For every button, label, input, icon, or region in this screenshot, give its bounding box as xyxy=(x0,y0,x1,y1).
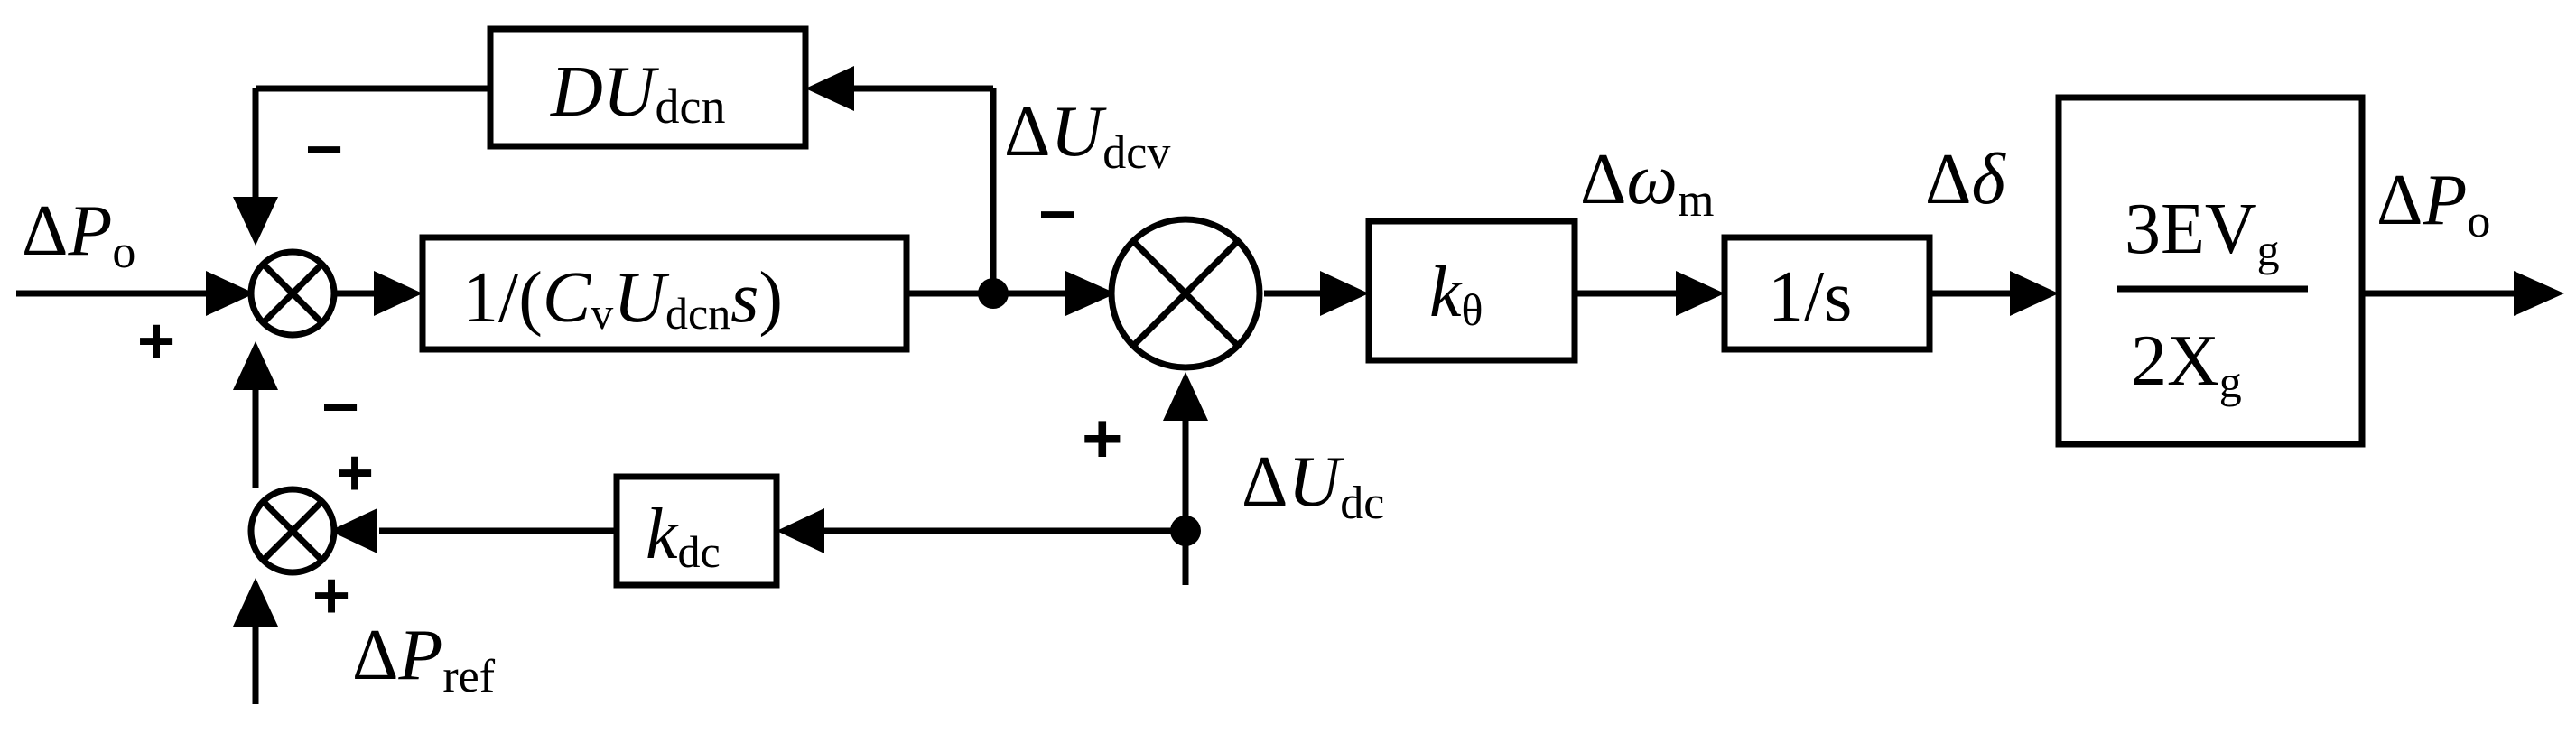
wire-pref-to-sum3 xyxy=(233,578,278,704)
svg-text:kθ: kθ xyxy=(1429,253,1483,335)
wire-feedback-udcv xyxy=(805,66,997,293)
block-k-theta: kθ xyxy=(1365,218,1578,364)
sign-minus-sum1-top: − xyxy=(305,114,343,186)
wire-integrator-to-powergain xyxy=(1930,271,2059,316)
summing-junction-2 xyxy=(1108,216,1263,371)
wire-udc-to-sum2 xyxy=(1163,372,1208,585)
wire-udc-to-kdc xyxy=(777,508,1186,553)
label-delta-udcv: ΔUdcv xyxy=(1004,92,1170,179)
svg-text:DUdcn: DUdcn xyxy=(550,52,726,134)
wire-sum1-to-integrator xyxy=(330,271,423,316)
svg-text:2Xg: 2Xg xyxy=(2131,321,2242,407)
wire-kdc-to-sum3 xyxy=(330,508,617,553)
sign-plus-sum1-left: + xyxy=(137,305,175,377)
wire-output-po xyxy=(2362,271,2564,316)
block-integrator-cap: 1/(CvUdcns) xyxy=(419,234,910,353)
wire-sum3-to-sum1 xyxy=(233,341,278,488)
svg-text:3EVg: 3EVg xyxy=(2125,190,2280,275)
label-delta-po-out: ΔPo xyxy=(2376,161,2490,247)
svg-text:1/s: 1/s xyxy=(1768,257,1852,337)
sign-plus-sum2-bottom: + xyxy=(1082,398,1123,478)
label-delta-omega-m: Δωm xyxy=(1580,140,1714,227)
sign-plus-sum3-bottom: + xyxy=(312,560,350,632)
sign-minus-sum1-bottom: − xyxy=(321,371,359,443)
sign-plus-sum3-top: + xyxy=(336,437,374,509)
block-integrator: 1/s xyxy=(1721,234,1933,353)
wire-integrator-to-sum2 xyxy=(907,271,1116,316)
label-delta-pref: ΔPref xyxy=(352,616,496,702)
label-delta-delta: Δδ xyxy=(1925,140,2006,219)
label-delta-udc: ΔUdc xyxy=(1242,442,1384,529)
sign-minus-sum2-left: − xyxy=(1038,179,1076,251)
summing-junction-3 xyxy=(247,486,338,576)
wire-ktheta-to-integrator xyxy=(1575,271,1725,316)
wire-sum2-to-ktheta xyxy=(1264,271,1369,316)
summing-junction-1 xyxy=(247,248,338,339)
wire-input-po xyxy=(16,271,255,316)
svg-text:1/(CvUdcns): 1/(CvUdcns) xyxy=(462,258,783,339)
label-delta-po-in: ΔPo xyxy=(22,191,135,278)
wire-du-to-sum1 xyxy=(233,85,490,246)
svg-text:kdc: kdc xyxy=(646,495,721,577)
block-du-dcn: DUdcn xyxy=(487,25,809,150)
block-power-gain: 3EVg 2Xg xyxy=(2055,94,2366,448)
block-k-dc: kdc xyxy=(613,473,780,589)
